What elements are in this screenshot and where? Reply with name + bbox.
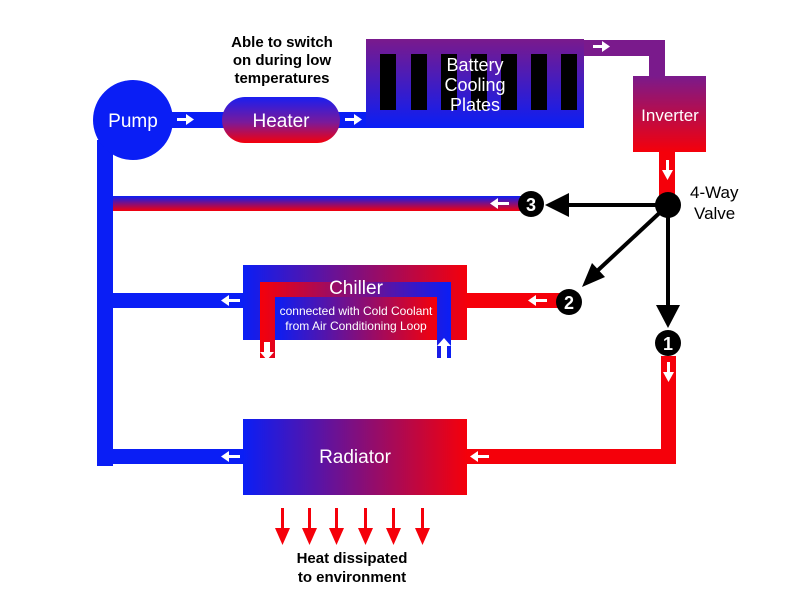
pump-body [93, 80, 173, 160]
pump-label: Pump [108, 111, 158, 132]
radiator-label: Radiator [319, 447, 391, 468]
pipe-chiller-out [113, 293, 245, 308]
pipe-port2 [466, 293, 566, 308]
port-1-label: 1 [663, 334, 673, 354]
valve-label-line2: Valve [694, 204, 735, 223]
cooling-plate [501, 54, 517, 110]
port-2-label: 2 [564, 293, 574, 313]
heat-arrow-icon [386, 508, 401, 545]
valve-arrow-port2-line [593, 203, 670, 275]
radiator[interactable]: Radiator [243, 419, 467, 495]
heater-note-line1: Able to switch [231, 34, 333, 51]
port-3-label: 3 [526, 195, 536, 215]
ac-out-arrow-icon [260, 342, 274, 360]
valve-arrow-port2-head [582, 263, 605, 287]
chiller-note-line2: from Air Conditioning Loop [285, 319, 427, 333]
heat-arrow-icon [358, 508, 373, 545]
valve-label-line1: 4-Way [690, 183, 739, 202]
battery-cooling-plates[interactable]: Battery Cooling Plates [366, 39, 584, 128]
heater-note-line3: temperatures [234, 70, 329, 87]
valve-body [655, 192, 681, 218]
flow-arrow-left-icon [528, 295, 547, 306]
cooling-plate [561, 54, 577, 110]
heater-note-line2: on during low [233, 52, 332, 69]
port-2-marker [556, 289, 582, 315]
flow-arrow-left-icon [470, 451, 489, 462]
pipe-radiator-out [97, 449, 245, 464]
pipe-battery-inverter-top [580, 40, 665, 56]
four-way-valve[interactable] [545, 192, 681, 328]
valve-arrow-port3-head [545, 193, 569, 217]
pipe-port1-radiator [466, 449, 676, 464]
chiller-label: Chiller [329, 278, 384, 299]
chiller-inner [275, 297, 437, 340]
valve-port-1[interactable]: 1 [655, 330, 681, 356]
cooling-plate [441, 54, 457, 110]
port-1-marker [655, 330, 681, 356]
flow-arrow-down-icon [663, 362, 674, 382]
heat-arrow-icon [302, 508, 317, 545]
battery-label-line2: Cooling [444, 75, 505, 95]
chiller-note-line1: connected with Cold Coolant [280, 304, 433, 318]
flow-arrow-left-icon [490, 198, 509, 209]
flow-arrow-right-icon [593, 41, 610, 52]
heat-dissipation-arrows [275, 508, 430, 545]
heat-arrow-icon [329, 508, 344, 545]
battery-label-line1: Battery [446, 55, 503, 75]
cooling-plate [471, 54, 487, 110]
heater-label: Heater [252, 111, 310, 132]
heat-arrow-icon [415, 508, 430, 545]
inverter[interactable]: Inverter [633, 76, 706, 152]
flow-arrows [177, 41, 674, 462]
battery-label-line3: Plates [450, 95, 500, 115]
valve-port-3[interactable]: 3 [518, 191, 544, 217]
heater[interactable]: Heater [222, 97, 340, 143]
pump[interactable]: Pump [93, 80, 173, 160]
inverter-label: Inverter [641, 106, 699, 125]
radiator-note-line1: Heat dissipated [297, 550, 408, 567]
ac-loop-tube [260, 282, 451, 358]
port-3-marker [518, 191, 544, 217]
cooling-plate [531, 54, 547, 110]
cooling-plate [380, 54, 396, 110]
pipe-port3 [113, 196, 523, 211]
flow-arrow-right-icon [177, 114, 194, 125]
flow-arrow-left-icon [221, 451, 240, 462]
inverter-body [633, 76, 706, 152]
valve-arrow-port1-head [656, 305, 680, 328]
radiator-note-line2: to environment [298, 569, 406, 586]
heat-arrow-icon [275, 508, 290, 545]
radiator-body [243, 419, 467, 495]
flow-arrow-left-icon [221, 295, 240, 306]
pipe-port1-down [661, 356, 676, 460]
valve-port-2[interactable]: 2 [556, 289, 582, 315]
heater-body [222, 97, 340, 143]
flow-arrow-right-icon [345, 114, 362, 125]
ac-in-arrow-icon [437, 338, 451, 358]
return-pipe-vertical [97, 140, 113, 466]
flow-arrow-down-icon [662, 160, 673, 180]
cooling-plate [411, 54, 427, 110]
chiller[interactable]: Chiller connected with Cold Coolant from… [243, 265, 467, 360]
pipe-battery-inverter-down [649, 40, 665, 80]
